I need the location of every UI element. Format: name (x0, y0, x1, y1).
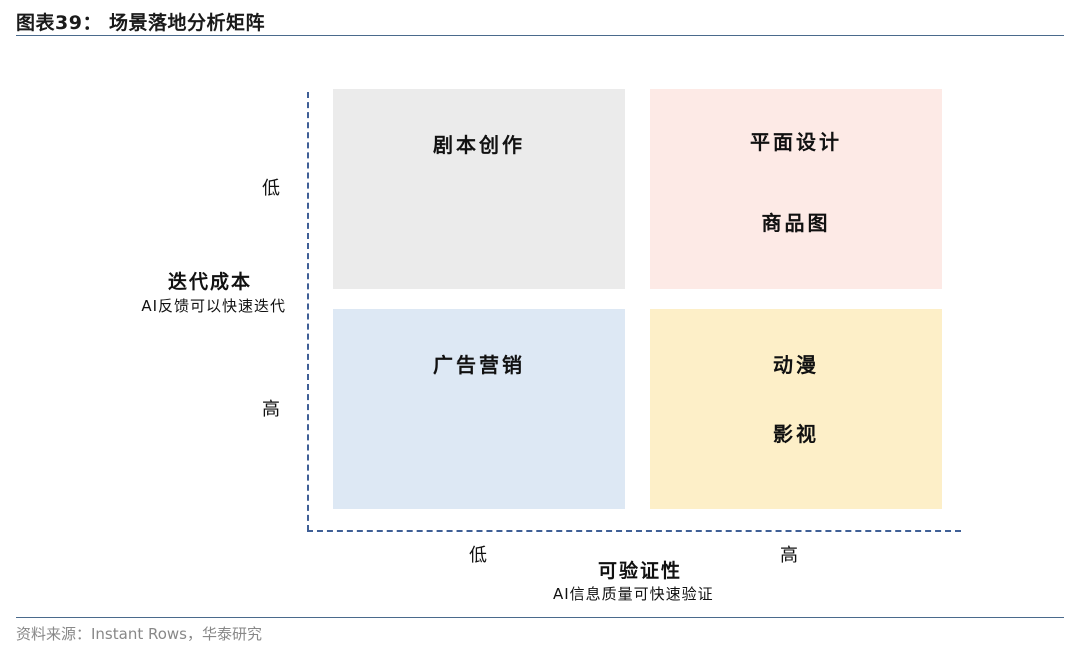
y-axis-title: 迭代成本 (167, 271, 252, 293)
y-tick-low: 低 (262, 178, 280, 199)
x-tick-high: 高 (780, 545, 798, 566)
y-axis-subtitle: AI反馈可以快速迭代 (141, 297, 286, 315)
quadrant-label: 影视 (773, 422, 819, 446)
quadrant-top-left: 剧本创作 (333, 89, 625, 289)
quadrant-bottom-right: 动漫 影视 (650, 309, 942, 509)
quadrant-label: 剧本创作 (433, 133, 525, 157)
y-axis-line (307, 92, 309, 531)
x-axis-line (307, 530, 961, 532)
quadrant-top-right: 平面设计 商品图 (650, 89, 942, 289)
quadrant-label: 商品图 (761, 211, 831, 235)
source-note: 资料来源：Instant Rows，华泰研究 (16, 625, 262, 643)
y-tick-high: 高 (262, 399, 280, 420)
quadrant-label: 动漫 (773, 353, 819, 377)
quadrant-bottom-left: 广告营销 (333, 309, 625, 509)
x-axis-title: 可验证性 (598, 560, 683, 582)
page-title: 图表39： 场景落地分析矩阵 (16, 12, 266, 34)
quadrant-label: 平面设计 (750, 130, 842, 154)
x-tick-low: 低 (469, 545, 487, 566)
footer-divider (16, 617, 1064, 618)
x-axis-subtitle: AI信息质量可快速验证 (553, 585, 714, 603)
header-divider (16, 35, 1064, 36)
quadrant-label: 广告营销 (433, 353, 525, 377)
